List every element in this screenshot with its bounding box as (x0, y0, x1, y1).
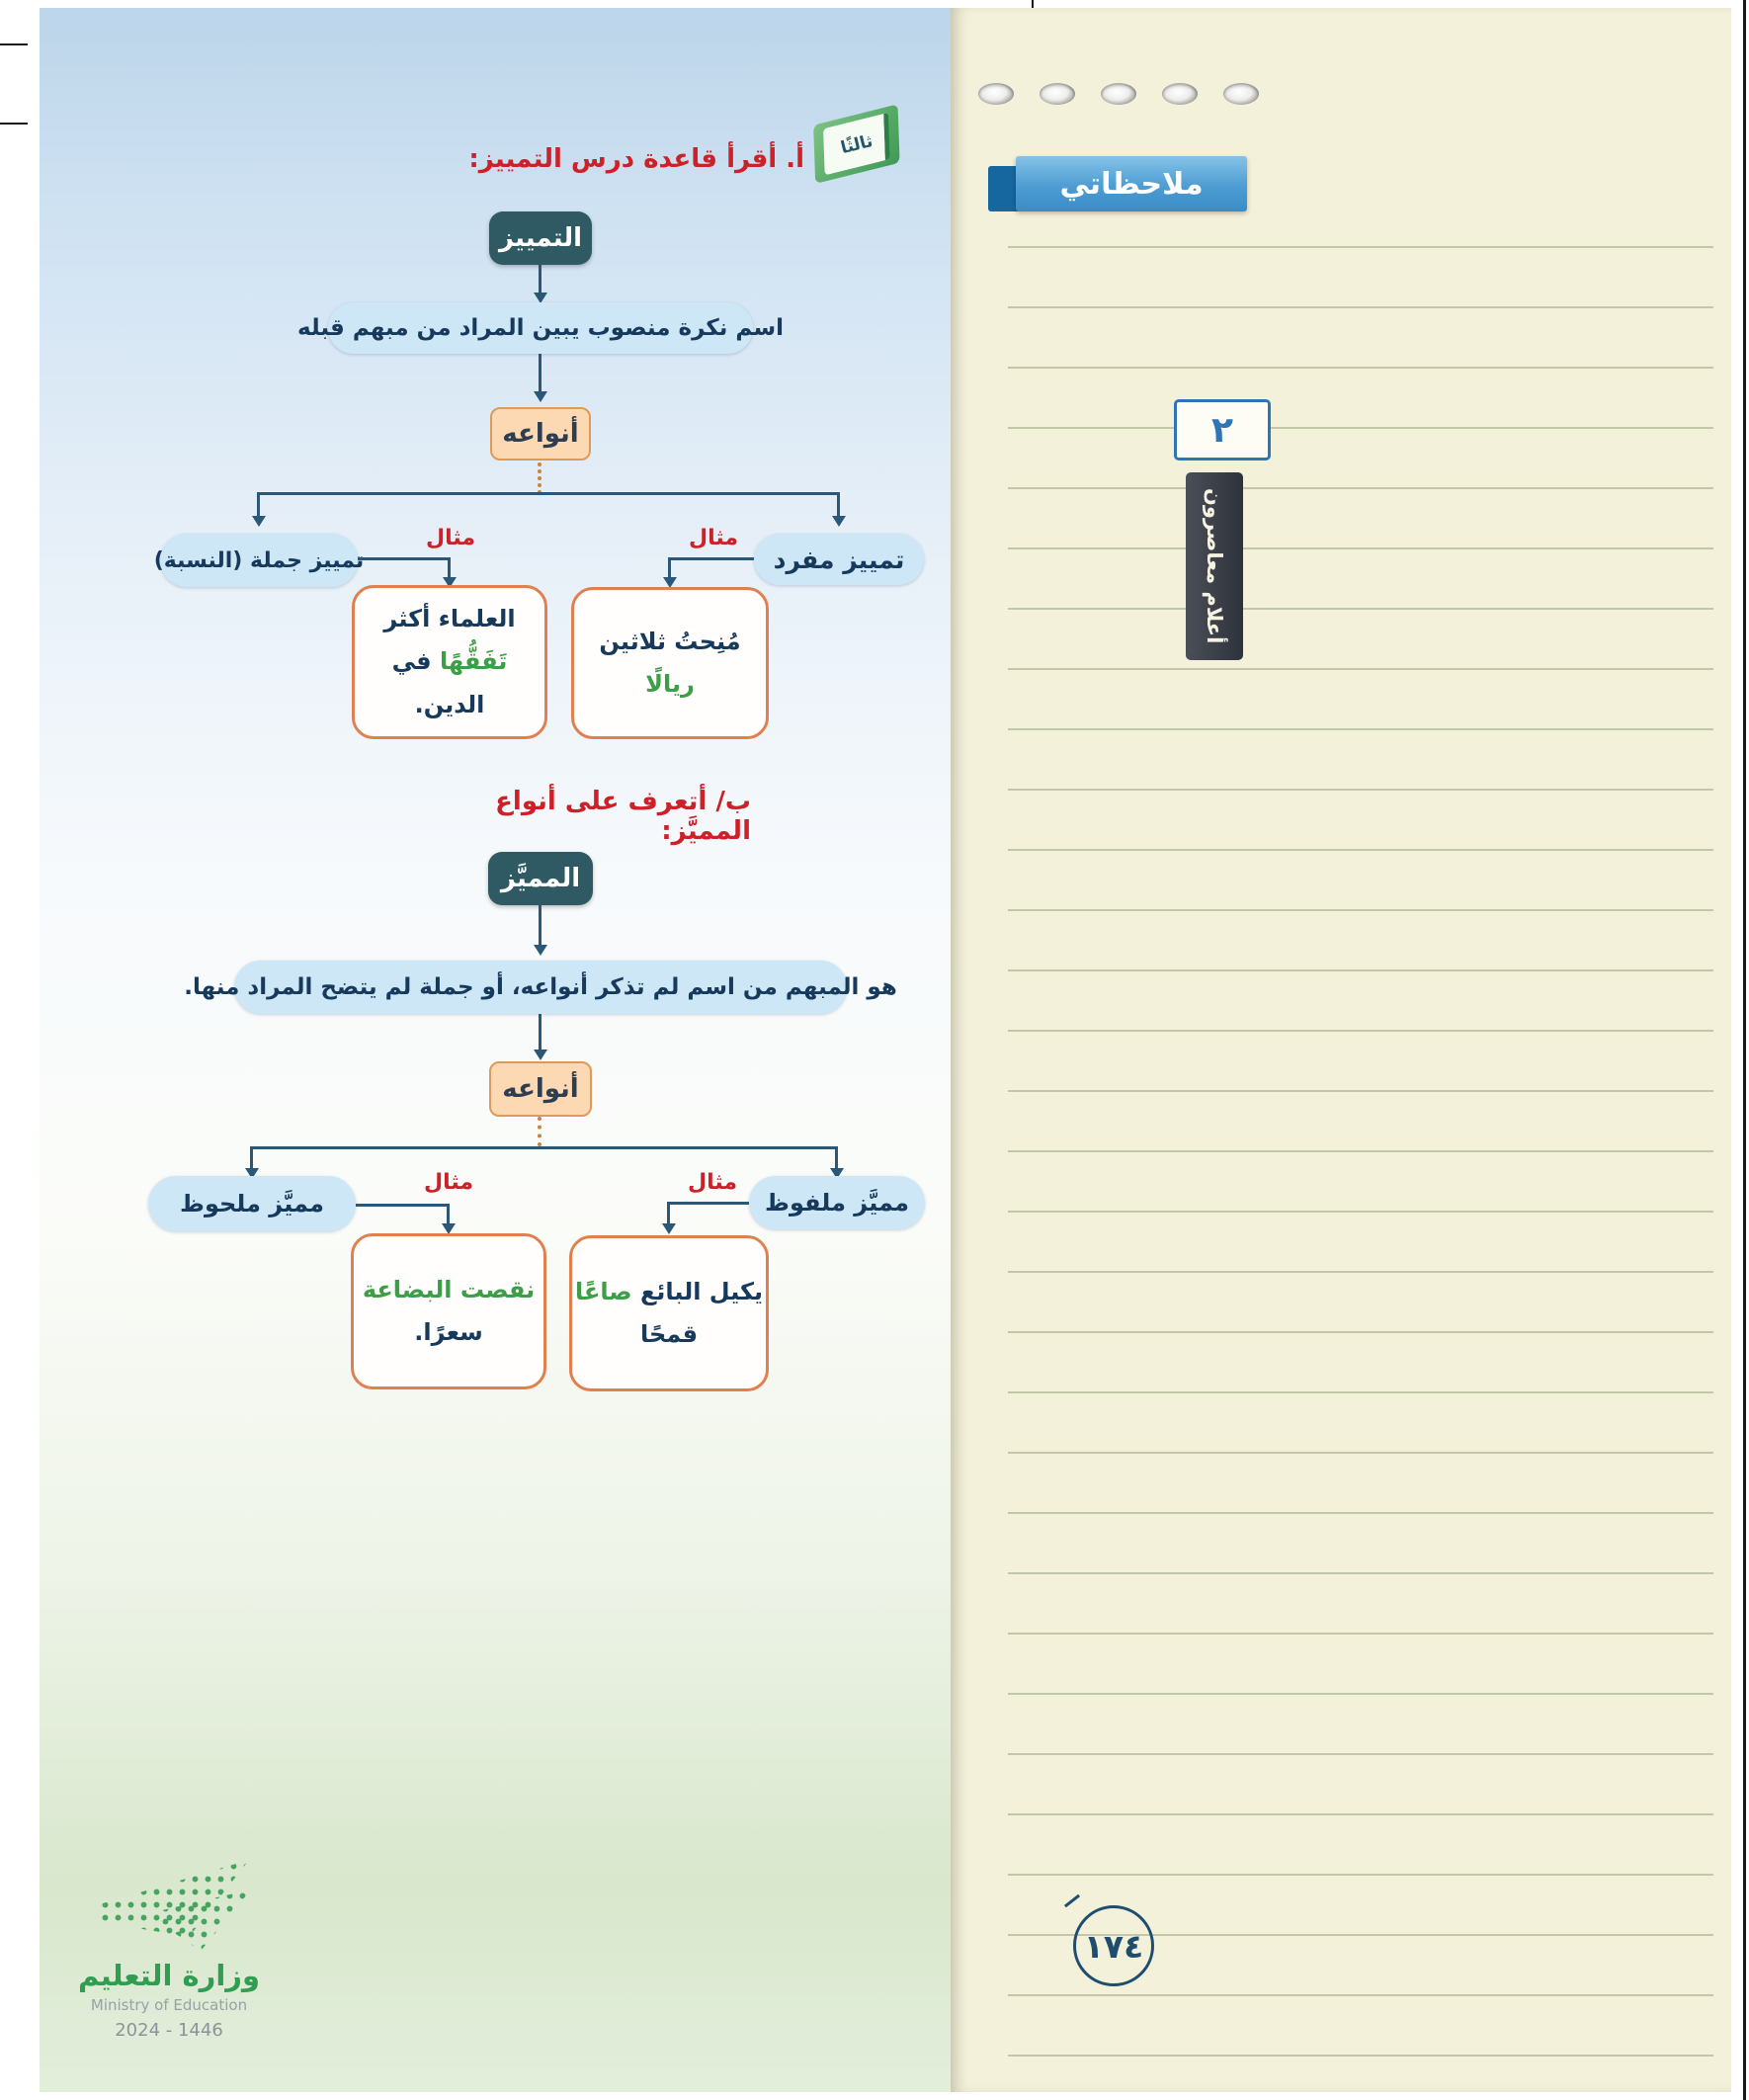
connector-line (669, 1202, 749, 1205)
activity-heading-b: ب/ أتعرف على أنواع المميَّز: (495, 787, 751, 846)
connector-line (539, 265, 541, 294)
scan-edge-line (1743, 0, 1746, 2100)
tamyeez-root-node: التمييز (489, 211, 592, 265)
connector-line (835, 1146, 838, 1170)
scan-tick (0, 123, 28, 125)
edition-year: 2024 - 1446 (115, 2020, 223, 2041)
ruled-lines (1008, 188, 1713, 2058)
example-highlight: تَفَقُّهًا (439, 647, 508, 676)
example-text: العلماء أكثر (383, 605, 516, 633)
tamyeez-left-branch-label: تمييز جملة (النسبة) (154, 534, 364, 587)
example-highlight: نقصت البضاعة (362, 1275, 536, 1303)
arrow-down-icon (534, 293, 547, 303)
example-text: قمحًا (639, 1320, 699, 1348)
notes-title: ملاحظاتي (1016, 156, 1247, 211)
dotted-connector (538, 1117, 541, 1146)
dotted-connector (538, 462, 541, 494)
example-line: نقصت البضاعة (363, 1269, 535, 1311)
arrow-down-icon (662, 1223, 676, 1234)
ministry-name-english: Ministry of Education (90, 1996, 248, 2014)
connector-line (668, 557, 671, 579)
connector-line (447, 1204, 450, 1225)
arrow-down-icon (442, 1223, 456, 1234)
spiral-hole (1162, 83, 1198, 105)
connector-line (257, 492, 260, 518)
connector-line (670, 557, 754, 560)
connector-line (259, 492, 839, 495)
mumayyaz-definition: هو المبهم من اسم لم تذكر أنواعه، أو جملة… (184, 961, 897, 1014)
ministry-name-arabic: وزارة التعليم (77, 1959, 261, 1992)
example-label: مثال (688, 1170, 737, 1195)
arrow-down-icon (663, 577, 677, 588)
example-text: سعرًا. (414, 1318, 483, 1346)
arrow-down-icon (534, 945, 547, 956)
spiral-hole (1223, 83, 1259, 105)
example-line: قمحًا (640, 1313, 698, 1356)
mumayyaz-right-example-box: يكيل البائع صاعًا قمحًا (569, 1235, 769, 1391)
connector-line (539, 354, 541, 393)
example-label: مثال (689, 526, 738, 550)
tamyeez-types-node: أنواعه (490, 407, 591, 461)
mumayyaz-root-node: المميَّز (488, 852, 593, 905)
tamyeez-left-example-box: العلماء أكثر تَفَقُّهًا في الدين. (352, 585, 547, 739)
example-label: مثال (426, 526, 475, 550)
tamyeez-definition: اسم نكرة منصوب يبين المراد من مبهم قبله (297, 302, 784, 354)
unit-side-tab: أعلام معاصرون (1186, 472, 1243, 660)
example-highlight: ريالًا (645, 670, 695, 698)
tamyeez-right-branch-label: تمييز مفرد (754, 534, 924, 585)
spiral-hole (1040, 83, 1075, 105)
example-label: مثال (424, 1170, 473, 1195)
mumayyaz-right-branch-label: مميَّز ملفوظ (749, 1176, 925, 1229)
mumayyaz-left-example-box: نقصت البضاعة سعرًا. (351, 1233, 546, 1389)
mumayyaz-left-branch-label: مميَّز ملحوظ (148, 1176, 356, 1231)
arrow-down-icon (534, 391, 547, 402)
example-text: مُنِحتُ ثلاثين (599, 627, 741, 655)
example-highlight: صاعًا (575, 1277, 632, 1305)
connector-line (667, 1202, 670, 1225)
activity-heading-a: أ. أقرأ قاعدة درس التمييز: (468, 144, 804, 174)
example-text: في الدين. (391, 647, 485, 718)
spiral-hole (1101, 83, 1136, 105)
arrow-down-icon (832, 516, 846, 527)
connector-line (356, 1204, 449, 1207)
arrow-down-icon (245, 1168, 259, 1179)
lesson-content-area (40, 8, 951, 2092)
example-line: سعرًا. (414, 1311, 482, 1354)
example-line: تَفَقُّهًا في الدين. (355, 640, 544, 725)
connector-line (250, 1146, 253, 1170)
unit-number-badge: ٢ (1174, 399, 1271, 461)
page-number-circle: ١٧٤ (1073, 1905, 1154, 1986)
example-text: يكيل البائع (639, 1277, 763, 1305)
mumayyaz-types-node: أنواعه (489, 1061, 592, 1117)
example-line: يكيل البائع صاعًا (575, 1271, 763, 1313)
connector-line (837, 492, 840, 518)
connector-line (539, 1014, 541, 1051)
connector-line (252, 1146, 837, 1149)
tamyeez-right-example-box: مُنِحتُ ثلاثين ريالًا (571, 587, 769, 739)
scan-tick (1032, 0, 1034, 10)
arrow-down-icon (830, 1168, 844, 1179)
connector-line (539, 905, 541, 947)
arrow-down-icon (252, 516, 266, 527)
connector-line (358, 557, 450, 560)
spiral-hole (978, 83, 1014, 105)
arrow-down-icon (443, 577, 457, 588)
example-line: مُنِحتُ ثلاثين ريالًا (574, 621, 766, 706)
arrow-down-icon (534, 1050, 547, 1060)
connector-line (448, 557, 451, 579)
example-line: العلماء أكثر (383, 598, 515, 640)
scan-tick (0, 43, 28, 45)
